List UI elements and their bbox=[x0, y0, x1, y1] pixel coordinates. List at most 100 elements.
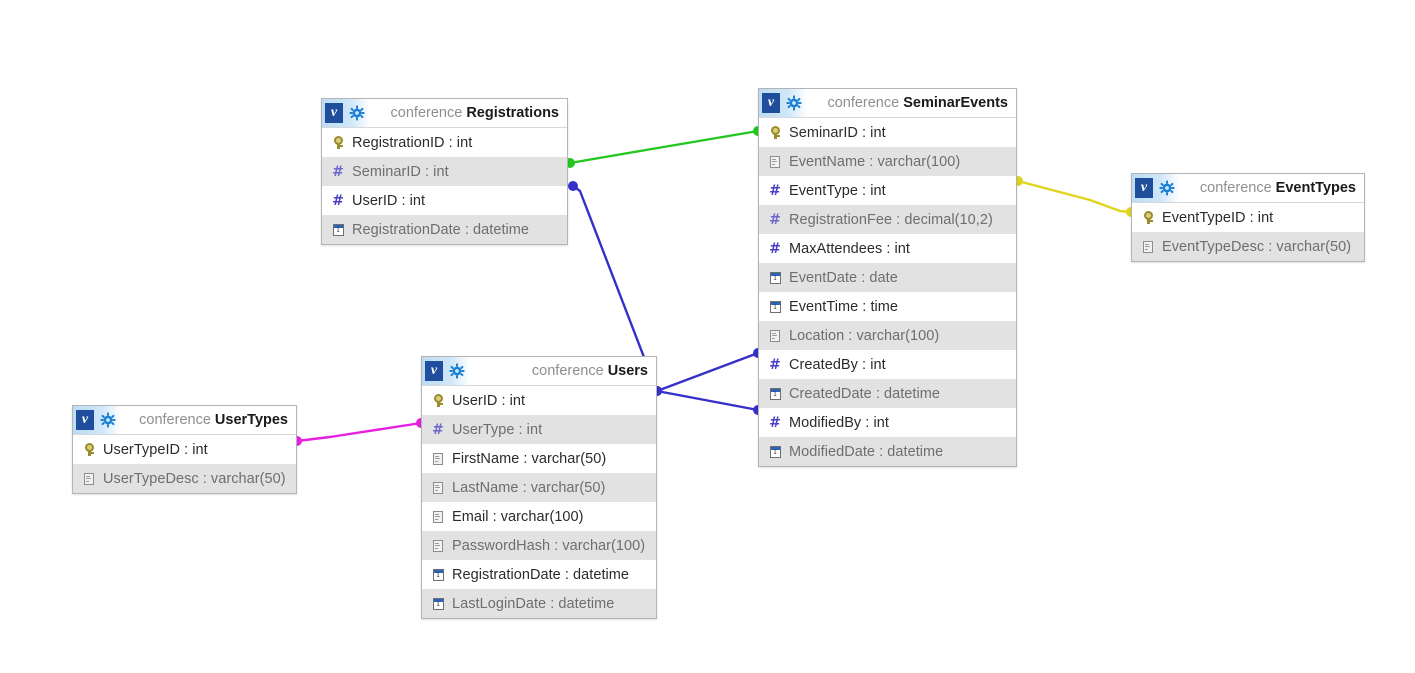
table-schema-eventtypes: conference bbox=[1199, 180, 1272, 196]
column-row-seminarevents-registrationfee[interactable]: #RegistrationFee : decimal(10,2) bbox=[759, 205, 1016, 234]
column-type-icon bbox=[765, 126, 785, 139]
table-schema-usertypes: conference bbox=[139, 412, 211, 428]
column-row-users-userid[interactable]: UserID : int bbox=[422, 386, 656, 415]
column-label: Location : varchar(100) bbox=[789, 327, 940, 344]
key-icon bbox=[770, 126, 781, 139]
column-label: RegistrationDate : datetime bbox=[452, 566, 630, 583]
column-type-icon bbox=[79, 472, 99, 485]
column-row-users-passwordhash[interactable]: PasswordHash : varchar(100) bbox=[422, 531, 656, 560]
table-header-usertypes[interactable]: v conference UserTypes bbox=[73, 406, 296, 435]
column-label: RegistrationDate : datetime bbox=[352, 221, 530, 238]
column-row-registrations-seminarid[interactable]: #SeminarID : int bbox=[322, 157, 567, 186]
hash-icon: # bbox=[769, 414, 781, 431]
table-header-eventtypes[interactable]: v conference EventTypes bbox=[1132, 174, 1364, 203]
column-label: CreatedBy : int bbox=[789, 356, 886, 373]
column-row-seminarevents-maxattendees[interactable]: # MaxAttendees : int bbox=[759, 234, 1016, 263]
column-row-registrations-userid[interactable]: # UserID : int bbox=[322, 186, 567, 215]
rel-users-modifiedby[interactable] bbox=[652, 386, 763, 415]
column-row-users-email[interactable]: Email : varchar(100) bbox=[422, 502, 656, 531]
column-label: ModifiedDate : datetime bbox=[789, 443, 944, 460]
column-type-icon: # bbox=[328, 165, 348, 179]
column-row-users-registrationdate[interactable]: 1 RegistrationDate : datetime bbox=[422, 560, 656, 589]
column-type-icon bbox=[1138, 240, 1158, 253]
v-badge-icon: v bbox=[1135, 178, 1153, 198]
text-document-icon bbox=[433, 539, 443, 552]
text-document-icon bbox=[84, 472, 94, 485]
column-row-seminarevents-createdby[interactable]: # CreatedBy : int bbox=[759, 350, 1016, 379]
table-title-users: conference Users bbox=[465, 363, 656, 379]
calendar-icon: 1 bbox=[769, 271, 781, 284]
column-type-icon bbox=[1138, 211, 1158, 224]
gear-icon[interactable] bbox=[349, 105, 365, 121]
column-type-icon: 1 bbox=[765, 300, 785, 313]
column-row-registrations-registrationid[interactable]: RegistrationID : int bbox=[322, 128, 567, 157]
hash-icon: # bbox=[332, 192, 344, 209]
v-badge-icon: v bbox=[76, 410, 94, 430]
column-type-icon bbox=[428, 481, 448, 494]
key-icon bbox=[1143, 211, 1154, 224]
column-row-eventtypes-eventtypedesc[interactable]: EventTypeDesc : varchar(50) bbox=[1132, 232, 1364, 261]
column-type-icon: 1 bbox=[428, 597, 448, 610]
table-header-users[interactable]: v conference Users bbox=[422, 357, 656, 386]
column-row-users-firstname[interactable]: FirstName : varchar(50) bbox=[422, 444, 656, 473]
column-type-icon: 1 bbox=[765, 271, 785, 284]
column-type-icon: # bbox=[328, 194, 348, 208]
table-schema-users: conference bbox=[531, 363, 604, 379]
rel-seminarevents-eventtypes[interactable] bbox=[1013, 176, 1136, 217]
column-row-usertypes-usertypeid[interactable]: UserTypeID : int bbox=[73, 435, 296, 464]
column-label: MaxAttendees : int bbox=[789, 240, 910, 257]
v-badge-icon: v bbox=[425, 361, 443, 381]
column-row-users-usertype[interactable]: #UserType : int bbox=[422, 415, 656, 444]
column-label: UserTypeID : int bbox=[103, 441, 208, 458]
column-label: UserID : int bbox=[352, 192, 426, 209]
column-type-icon bbox=[428, 539, 448, 552]
gear-icon[interactable] bbox=[449, 363, 465, 379]
column-type-icon: # bbox=[765, 242, 785, 256]
table-title-eventtypes: conference EventTypes bbox=[1175, 180, 1364, 196]
column-type-icon: # bbox=[765, 358, 785, 372]
hash-icon: # bbox=[769, 240, 781, 257]
column-type-icon bbox=[765, 329, 785, 342]
calendar-icon: 1 bbox=[432, 568, 444, 581]
column-label: LastName : varchar(50) bbox=[452, 479, 606, 496]
hash-icon: # bbox=[769, 182, 781, 199]
v-badge-icon: v bbox=[762, 93, 780, 113]
table-title-registrations: conference Registrations bbox=[365, 105, 567, 121]
column-row-seminarevents-modifiedby[interactable]: #ModifiedBy : int bbox=[759, 408, 1016, 437]
text-document-icon bbox=[770, 155, 780, 168]
rel-registrations-seminarevents[interactable] bbox=[565, 126, 763, 168]
gear-icon[interactable] bbox=[1159, 180, 1175, 196]
column-label: EventName : varchar(100) bbox=[789, 153, 961, 170]
column-type-icon: # bbox=[765, 213, 785, 227]
rel-usertypes-users[interactable] bbox=[292, 418, 426, 446]
text-document-icon bbox=[770, 329, 780, 342]
column-row-eventtypes-eventtypeid[interactable]: EventTypeID : int bbox=[1132, 203, 1364, 232]
key-icon bbox=[333, 136, 344, 149]
gear-icon[interactable] bbox=[100, 412, 116, 428]
column-row-seminarevents-location[interactable]: Location : varchar(100) bbox=[759, 321, 1016, 350]
gear-icon[interactable] bbox=[786, 95, 802, 111]
table-title-usertypes: conference UserTypes bbox=[116, 412, 296, 428]
column-row-seminarevents-seminarid[interactable]: SeminarID : int bbox=[759, 118, 1016, 147]
column-type-icon bbox=[428, 394, 448, 407]
column-row-seminarevents-eventname[interactable]: EventName : varchar(100) bbox=[759, 147, 1016, 176]
column-row-usertypes-usertypedesc[interactable]: UserTypeDesc : varchar(50) bbox=[73, 464, 296, 493]
table-name-usertypes: UserTypes bbox=[214, 412, 288, 428]
rel-users-createdby[interactable] bbox=[652, 348, 763, 396]
column-row-seminarevents-eventtype[interactable]: #EventType : int bbox=[759, 176, 1016, 205]
column-row-users-lastname[interactable]: LastName : varchar(50) bbox=[422, 473, 656, 502]
